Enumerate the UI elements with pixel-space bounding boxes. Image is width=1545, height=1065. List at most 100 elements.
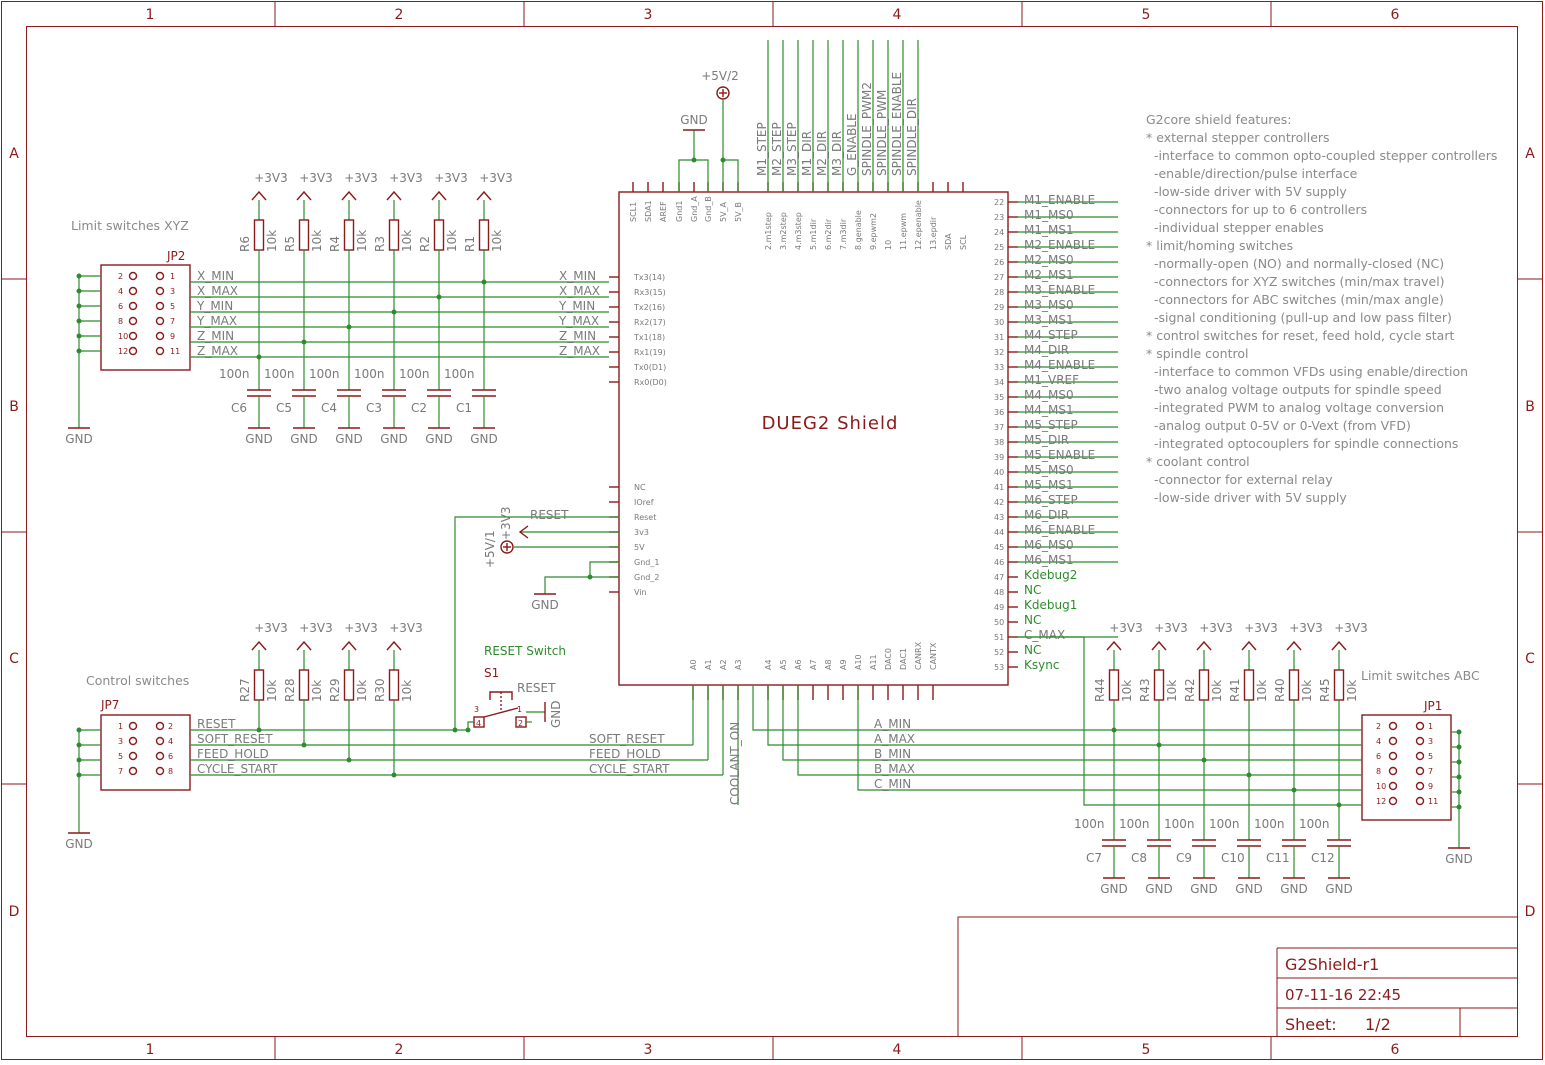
note-line: -connectors for XYZ switches (min/max tr… [1146, 274, 1445, 289]
right-net-label: M3_ENABLE [1024, 283, 1095, 297]
s1-label: RESET [517, 681, 556, 695]
shield-pin-label: 3.m2step [779, 212, 788, 250]
resistor-ref: R45 [1318, 678, 1332, 702]
resistor-value: 10k [355, 230, 369, 252]
right-net-label: M4_MS0 [1024, 388, 1074, 402]
gnd-label: GND [290, 432, 318, 446]
note-line: -individual stepper enables [1146, 220, 1324, 235]
col-label: 4 [893, 1042, 902, 1058]
right-net-label: M5_STEP [1024, 418, 1078, 432]
shield-title: DUEG2 Shield [762, 413, 899, 434]
control-title: Control switches [86, 673, 189, 688]
shield-pin-number: 25 [994, 243, 1004, 252]
col-label: 6 [1391, 1042, 1400, 1058]
right-net-label: Kdebug1 [1024, 598, 1077, 612]
shield-pin-label: SCL [959, 234, 968, 250]
connector-pin: 12 [118, 347, 128, 356]
feature-notes: G2core shield features:* external steppe… [1146, 112, 1497, 505]
shield-pin-label: Rx2(17) [634, 318, 666, 327]
shield-pin-label: 8.genable [854, 210, 863, 250]
shield-pin-label: 2.m1step [764, 212, 773, 250]
p3v3-label: +3V3 [479, 171, 513, 185]
resistor-value: 10k [265, 230, 279, 252]
shield-pin-label: A7 [809, 659, 818, 670]
shield-left-pins-serial: Tx3(14)Rx3(15)Tx2(16)Rx2(17)Tx1(18)Rx1(1… [609, 273, 667, 387]
right-net-label: M5_ENABLE [1024, 448, 1095, 462]
p3v3-label: +3V3 [389, 171, 423, 185]
shield-pin-number: 24 [994, 228, 1004, 237]
resistor-ref: R43 [1138, 678, 1152, 702]
right-net-label: M1_MS1 [1024, 223, 1074, 237]
gnd-label: GND [531, 598, 559, 612]
capacitor-ref: C11 [1266, 851, 1290, 865]
shield-pin-number: 43 [994, 513, 1004, 522]
shield-pin-label: Tx3(14) [633, 273, 665, 282]
shield-pin-label: Reset [634, 513, 656, 522]
right-net-label: M3_MS0 [1024, 298, 1074, 312]
title-block-sheet-label: Sheet: [1285, 1015, 1337, 1034]
net-label: SOFT_RESET [589, 732, 665, 746]
capacitor-value: 100n [1074, 817, 1105, 831]
resistor-ref: R40 [1273, 678, 1287, 702]
shield-pin-label: NC [634, 483, 646, 492]
shield-pin-number: 31 [994, 333, 1004, 342]
connector-pin: 12 [1376, 797, 1386, 806]
p3v3-label: +3V3 [1154, 621, 1188, 635]
top-net-label: M2_STEP [770, 122, 784, 176]
net-label: CYCLE_START [197, 762, 278, 776]
shield-pin-label: SCL1 [629, 202, 638, 222]
top-net-label: M2_DIR [815, 131, 829, 176]
row-label: D [9, 904, 20, 920]
right-net-label: M6_STEP [1024, 493, 1078, 507]
right-net-label: M5_DIR [1024, 433, 1069, 447]
note-line: -interface to common VFDs using enable/d… [1146, 364, 1468, 379]
resistor-ref: R27 [238, 678, 252, 702]
shield-pin-label: DAC0 [884, 648, 893, 670]
shield-pin-label: 5V_A [719, 201, 728, 222]
frame-column-labels-bottom: 1 2 3 4 5 6 [146, 1042, 1400, 1058]
connector-pin: 1 [170, 272, 175, 281]
resistor-value: 10k [355, 680, 369, 702]
connector-pin: 7 [1428, 767, 1433, 776]
shield-pin-number: 38 [994, 438, 1004, 447]
shield-pin-label: 12.epenable [914, 200, 923, 250]
capacitor-ref: C4 [321, 401, 337, 415]
connector-pin: 8 [118, 317, 123, 326]
connector-pin: 1 [1428, 722, 1433, 731]
connector-pin: 2 [118, 272, 123, 281]
shield-pin-number: 32 [994, 348, 1004, 357]
connector-pin: 4 [168, 737, 173, 746]
shield-pin-label: A6 [794, 659, 803, 670]
row-label: A [1525, 146, 1535, 162]
right-net-label: Ksync [1024, 658, 1059, 672]
net-label: X_MIN [197, 269, 234, 283]
capacitor-value: 100n [1164, 817, 1195, 831]
shield-pin-label: 10 [884, 240, 893, 250]
p3v3-label: +3V3 [344, 621, 378, 635]
s1-pin: 4 [476, 719, 481, 728]
shield-top-power: GND +5V/2 [678, 69, 739, 192]
capacitor-ref: C7 [1086, 851, 1102, 865]
connector-pin: 7 [170, 317, 175, 326]
shield-pin-number: 53 [994, 663, 1004, 672]
resistor-value: 10k [445, 230, 459, 252]
net-label: FEED_HOLD [589, 747, 661, 761]
resistor-ref: R28 [283, 678, 297, 702]
capacitor-ref: C9 [1176, 851, 1192, 865]
right-net-label: Kdebug2 [1024, 568, 1077, 582]
note-line: -low-side driver with 5V supply [1146, 490, 1347, 505]
note-line: * spindle control [1146, 346, 1248, 361]
shield-pin-number: 51 [994, 633, 1004, 642]
capacitor-ref: C12 [1311, 851, 1335, 865]
col-label: 3 [644, 1042, 653, 1058]
net-label: A_MAX [874, 732, 915, 746]
resistor-value: 10k [310, 680, 324, 702]
net-label: Z_MIN [197, 329, 234, 343]
capacitor-value: 100n [1209, 817, 1240, 831]
col-label: 1 [146, 1042, 155, 1058]
net-label: Y_MIN [558, 299, 595, 313]
shield-pin-label: Tx2(16) [633, 303, 665, 312]
shield-pin-label: AREF [659, 201, 668, 222]
